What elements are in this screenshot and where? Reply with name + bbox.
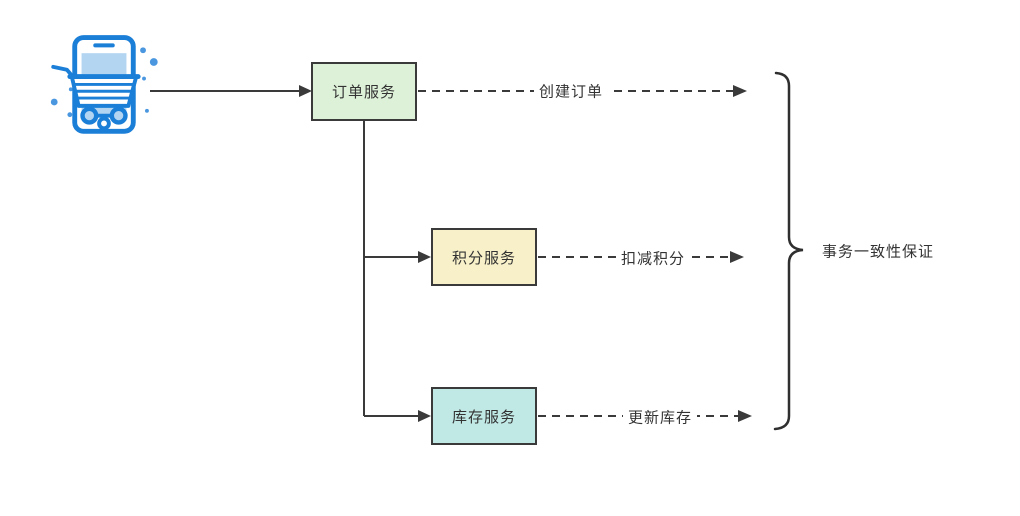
node-inventory-service-label: 库存服务: [451, 408, 516, 426]
arrowhead-client-to-order: [299, 85, 312, 97]
node-order-service: 订单服务: [311, 62, 417, 121]
arrowhead-order-to-points: [418, 251, 431, 263]
arrowhead-order-to-inventory: [418, 410, 431, 422]
decorative-dots: [50, 47, 158, 118]
node-inventory-service: 库存服务: [431, 387, 537, 445]
mobile-shopping-cart-icon: [50, 35, 158, 134]
node-order-service-label: 订单服务: [331, 84, 396, 101]
node-points-service-label: 积分服务: [451, 249, 516, 267]
arrowhead-deduct-points: [730, 251, 744, 263]
arrowhead-create-order: [733, 85, 747, 97]
brace-annotation: 事务一致性保证: [822, 243, 935, 261]
edge-label-create-order: 创建订单: [533, 80, 609, 102]
arrowhead-update-inventory: [738, 410, 752, 422]
node-points-service: 积分服务: [431, 228, 537, 286]
curly-brace: [773, 71, 804, 431]
shopping-cart: [51, 64, 141, 125]
edge-label-deduct-points: 扣减积分: [615, 247, 691, 269]
edge-label-update-inventory: 更新库存: [622, 406, 698, 428]
